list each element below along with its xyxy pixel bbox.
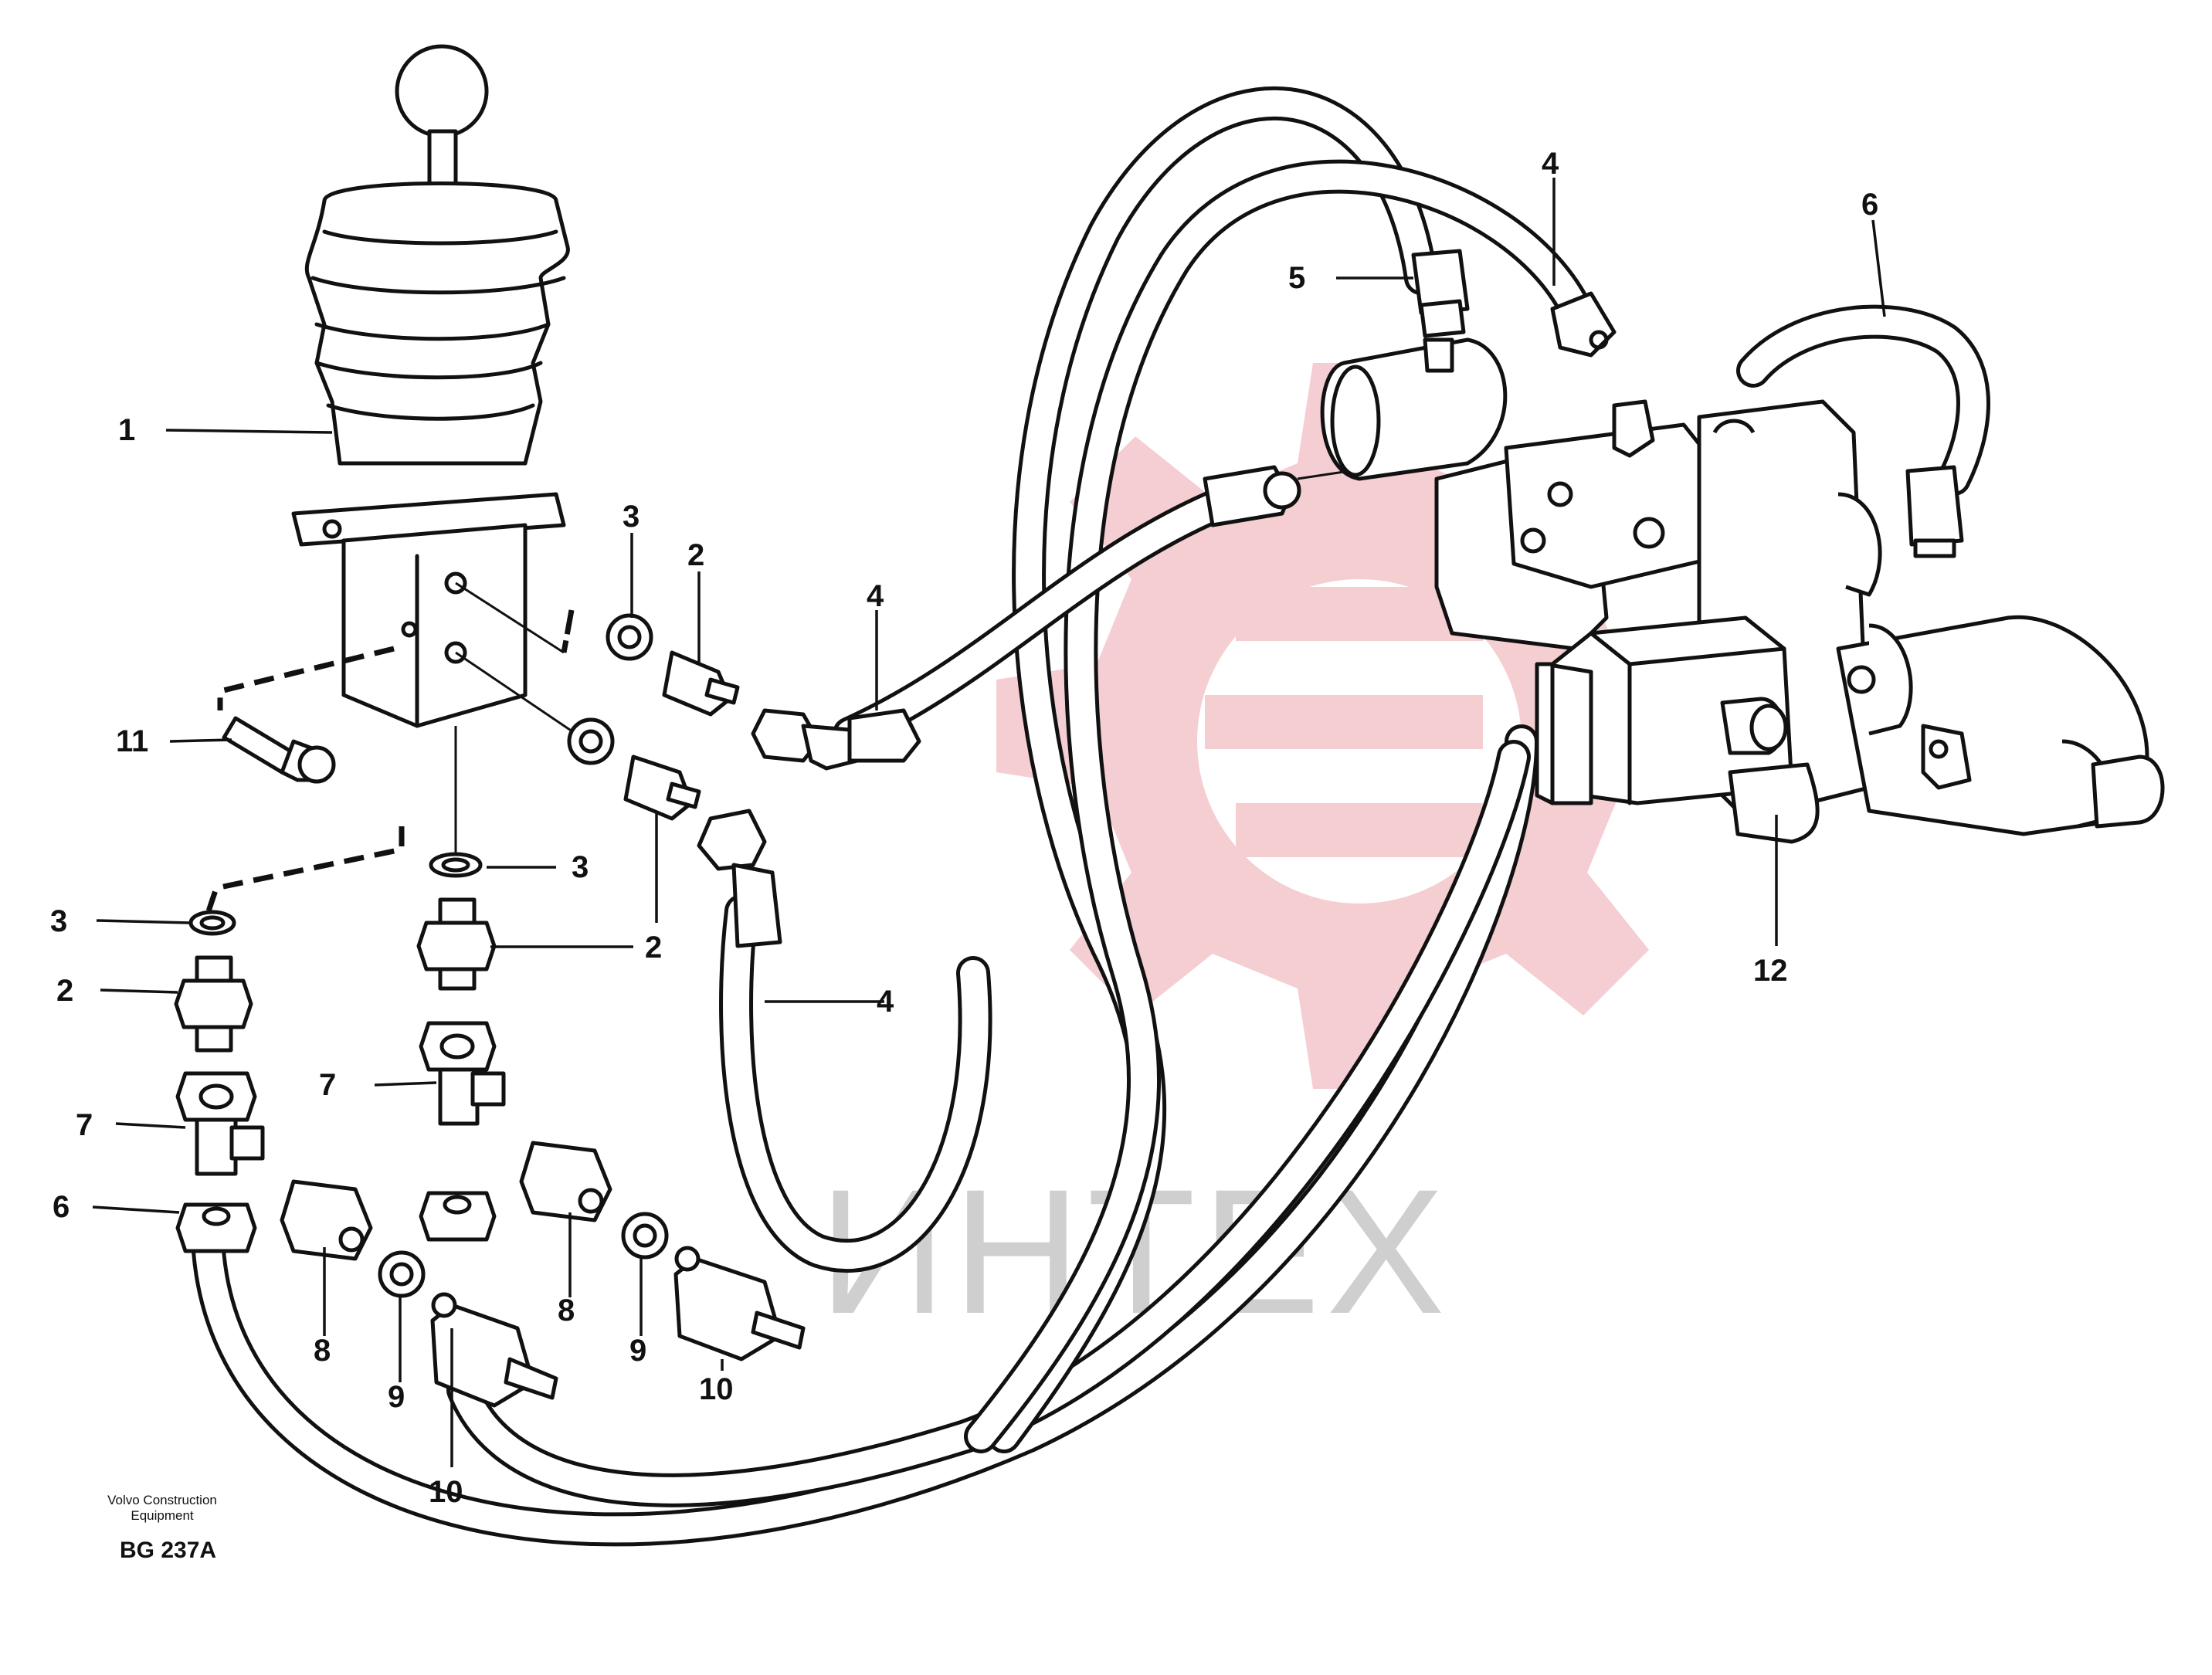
callout-3: 3 xyxy=(50,904,67,938)
bolt xyxy=(222,716,336,784)
fittings-left xyxy=(174,910,558,1408)
callout-7: 7 xyxy=(76,1108,93,1142)
callout-7: 7 xyxy=(319,1068,336,1102)
callout-10: 10 xyxy=(699,1372,734,1406)
caption-code: BG 237A xyxy=(120,1538,216,1563)
callout-11: 11 xyxy=(116,724,148,758)
callout-12: 12 xyxy=(1753,954,1788,988)
callout-9: 9 xyxy=(388,1380,405,1414)
assembly-lines xyxy=(205,454,1453,913)
callout-4: 4 xyxy=(1542,147,1559,181)
callout-5: 5 xyxy=(1288,261,1305,295)
caption-company: Volvo Construction xyxy=(107,1493,217,1507)
joystick-lever xyxy=(291,44,570,728)
callout-10: 10 xyxy=(429,1475,463,1509)
fittings-middle xyxy=(416,852,806,1361)
callout-8: 8 xyxy=(558,1294,575,1327)
callout-4: 4 xyxy=(867,579,884,613)
callout-9: 9 xyxy=(629,1334,646,1368)
callout-1: 1 xyxy=(118,413,135,447)
fittings-upper xyxy=(567,613,921,948)
leader-lines xyxy=(92,178,1886,1467)
callout-8: 8 xyxy=(314,1334,331,1368)
caption-company-line2: Equipment xyxy=(131,1508,194,1523)
caption: Volvo Construction Equipment BG 237A xyxy=(107,1493,217,1563)
callouts: 1 11 3 2 3 3 2 3 2 2 4 4 4 5 6 6 7 7 8 8… xyxy=(50,147,1878,1509)
callout-2: 2 xyxy=(56,974,73,1008)
hose-lines xyxy=(192,86,1990,1547)
callout-2: 2 xyxy=(645,931,662,965)
callout-6: 6 xyxy=(1861,188,1878,222)
valve-block xyxy=(1203,249,2165,844)
callout-3: 3 xyxy=(572,850,589,884)
callout-6: 6 xyxy=(53,1190,70,1224)
callout-2: 2 xyxy=(687,538,704,572)
callout-3: 3 xyxy=(623,500,640,534)
callout-4: 4 xyxy=(877,985,894,1019)
